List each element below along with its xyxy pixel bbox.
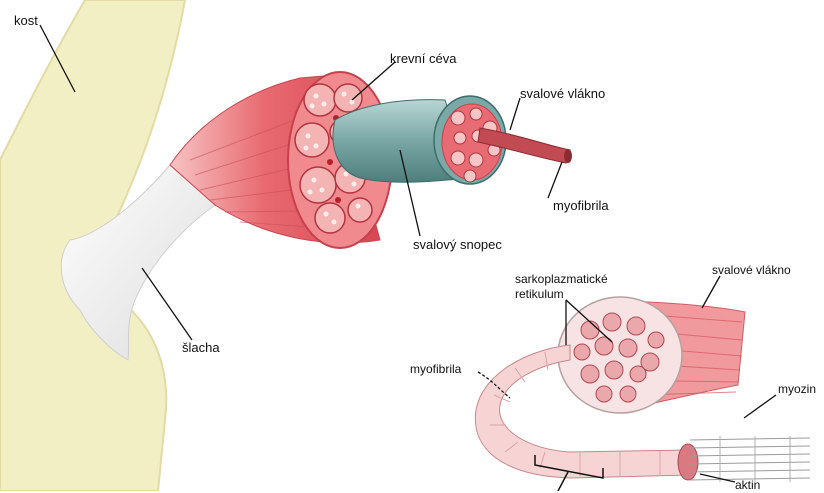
label-kost: kost <box>14 13 38 28</box>
label-svalove-vlakno-top: svalové vlákno <box>520 86 605 101</box>
label-myofibrila-top: myofibrila <box>553 198 609 213</box>
myofibril-end-cap <box>678 444 698 480</box>
label-svalove-vlakno-bottom: svalové vlákno <box>712 263 791 278</box>
label-myozin: myozin <box>778 382 816 397</box>
label-svalovy-snopec: svalový snopec <box>413 237 502 252</box>
filament-crossbars <box>720 436 790 482</box>
label-slacha: šlacha <box>182 340 220 355</box>
label-krevni-ceva: krevní céva <box>390 51 456 66</box>
filaments <box>690 438 810 480</box>
label-sarkoplazmaticke-retikulum: sarkoplazmatické retikulum <box>515 272 608 302</box>
myofibril-tip-top <box>564 149 572 163</box>
label-myofibrila-bottom: myofibrila <box>410 362 461 377</box>
